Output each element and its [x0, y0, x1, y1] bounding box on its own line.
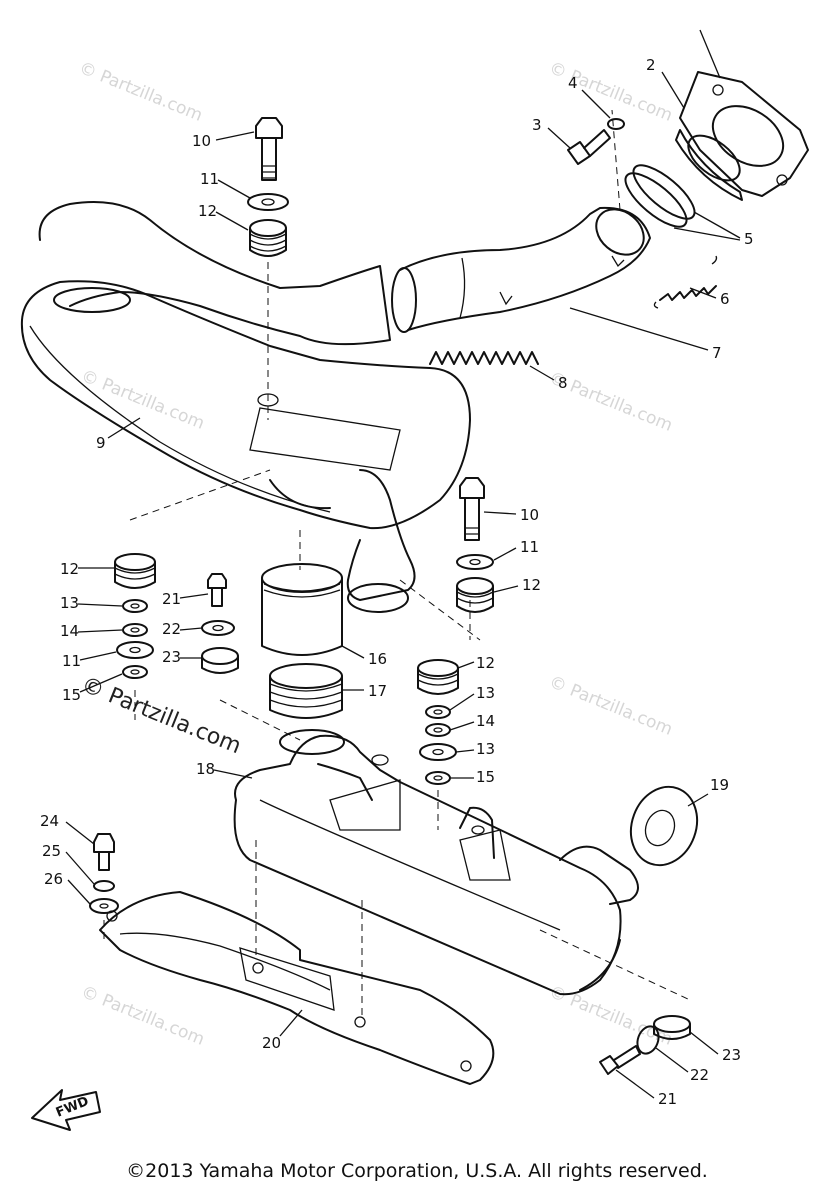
part-14-washer-left	[122, 623, 148, 637]
part-21-bolt-mid	[207, 573, 227, 607]
callout: 24	[40, 812, 59, 830]
part-22-washer-mid	[201, 620, 235, 636]
callout: 8	[558, 374, 568, 392]
callout: 2	[646, 56, 656, 74]
watermark: © Partzilla.com	[546, 58, 675, 126]
callout: 23	[162, 648, 181, 666]
callout: 15	[62, 686, 81, 704]
callout: 26	[44, 870, 63, 888]
callouts: 2 3 4 5 6 7 8 9 10 11 12 10 11 12 12 13	[40, 56, 754, 1108]
part-17-threaded-sleeve	[269, 663, 343, 719]
exhaust-system-diagram: © Partzilla.com © Partzilla.com © Partzi…	[20, 29, 809, 1131]
part-25-washer	[93, 880, 115, 892]
part-11-washer-top	[247, 193, 289, 211]
callout: 18	[196, 760, 215, 778]
callout: 11	[62, 652, 81, 670]
callout: 19	[710, 776, 729, 794]
callout: 17	[368, 682, 387, 700]
part-16-sleeve	[261, 563, 343, 656]
callout: 13	[476, 684, 495, 702]
part-19-gasket	[629, 785, 699, 867]
part-2-flange	[675, 29, 809, 201]
callout: 12	[522, 576, 541, 594]
part-24-bolt	[93, 833, 115, 871]
part-11-washer-left	[116, 641, 154, 659]
watermark: © Partzilla.com	[78, 982, 207, 1050]
part-13-washer-r2	[419, 743, 457, 761]
callout: 11	[520, 538, 539, 556]
part-8-spring	[429, 351, 539, 365]
callout: 10	[192, 132, 211, 150]
callout: 4	[568, 74, 578, 92]
part-4-washer	[607, 118, 625, 130]
callout: 12	[476, 654, 495, 672]
part-15-nut-r	[425, 771, 451, 785]
callout: 22	[162, 620, 181, 638]
part-12-damper-right-lower	[417, 659, 459, 695]
part-23-collar-mid	[201, 647, 239, 674]
part-14-washer-r	[425, 723, 451, 737]
part-10-bolt-top	[255, 117, 283, 181]
part-21-bolt-lr	[599, 1045, 641, 1075]
part-23-collar-lr	[653, 1015, 691, 1040]
copyright-notice: ©2013 Yamaha Motor Corporation, U.S.A. A…	[126, 1160, 708, 1182]
part-12-damper-top	[249, 219, 287, 257]
part-12-damper-left	[114, 553, 156, 589]
part-5-rings	[624, 164, 696, 228]
watermarks: © Partzilla.com © Partzilla.com © Partzi…	[76, 58, 675, 1050]
callout: 5	[744, 230, 754, 248]
part-3-bolt	[567, 129, 611, 165]
callout: 25	[42, 842, 61, 860]
callout: 7	[712, 344, 722, 362]
callout: 13	[476, 740, 495, 758]
part-20-bracket	[99, 891, 495, 1085]
watermark: © Partzilla.com	[78, 366, 207, 434]
callout: 10	[520, 506, 539, 524]
callout: 12	[60, 560, 79, 578]
callout: 11	[200, 170, 219, 188]
callout: 12	[198, 202, 217, 220]
callout: 15	[476, 768, 495, 786]
part-7-front-pipe	[391, 206, 651, 333]
callout: 23	[722, 1046, 741, 1064]
part-13-washer-left	[122, 599, 148, 613]
fwd-arrow: FWD	[31, 1089, 101, 1131]
part-11-washer-right	[456, 554, 494, 570]
watermark: © Partzilla.com	[546, 982, 675, 1050]
callout: 20	[262, 1034, 281, 1052]
assembly-lines	[103, 109, 691, 1016]
callout: 21	[162, 590, 181, 608]
callout: 22	[690, 1066, 709, 1084]
callout: 13	[60, 594, 79, 612]
part-10-bolt-right	[459, 477, 485, 541]
watermark: © Partzilla.com	[546, 672, 675, 740]
part-26-washer	[89, 898, 119, 914]
callout: 14	[476, 712, 495, 730]
part-18-muffler	[233, 729, 639, 996]
part-13-washer-r1	[425, 705, 451, 719]
callout: 3	[532, 116, 542, 134]
callout: 6	[720, 290, 730, 308]
watermark: © Partzilla.com	[76, 58, 205, 126]
part-22-washer-lr	[636, 1025, 660, 1055]
callout: 14	[60, 622, 79, 640]
part-12-damper-right	[456, 577, 494, 613]
part-6-spring	[653, 255, 718, 309]
watermark-prominent: © Partzilla.com	[78, 672, 245, 759]
part-15-nut-left	[122, 665, 148, 679]
part-9-chamber	[20, 201, 471, 613]
callout: 21	[658, 1090, 677, 1108]
callout: 9	[96, 434, 106, 452]
callout: 16	[368, 650, 387, 668]
